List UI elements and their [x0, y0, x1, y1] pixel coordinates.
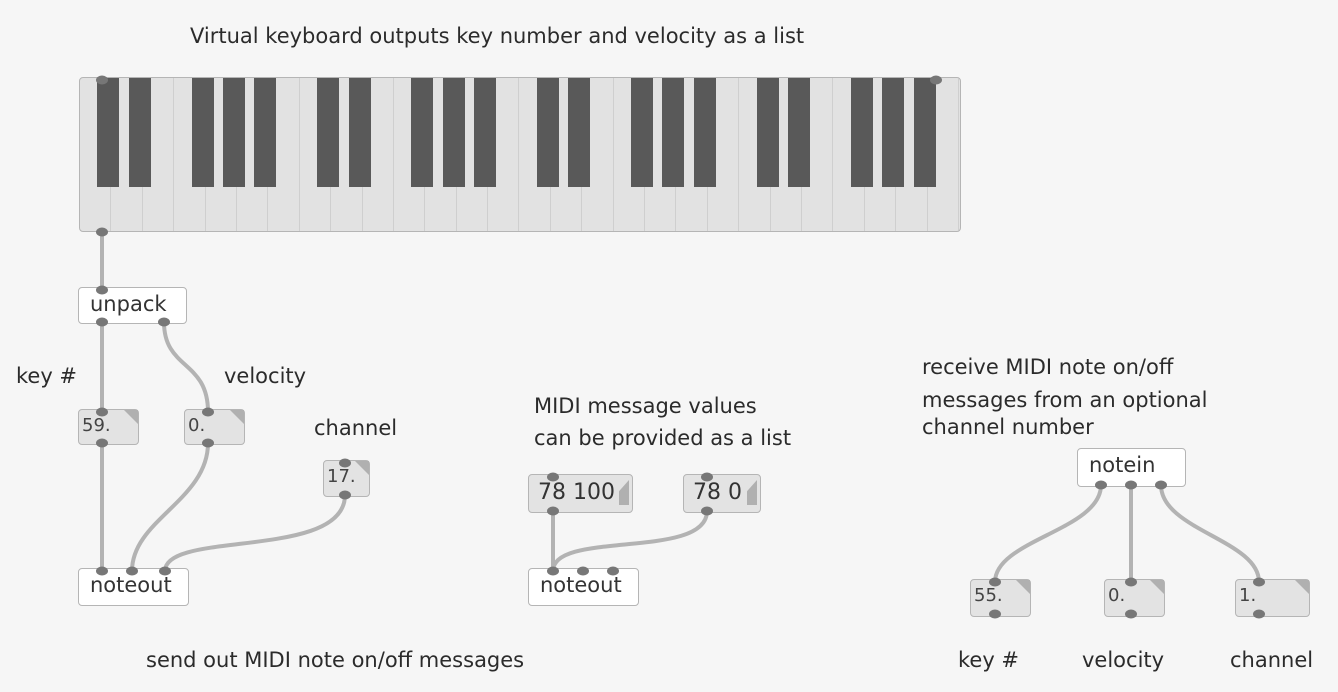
recv-comment-3: channel number: [922, 415, 1094, 439]
black-key[interactable]: [568, 78, 591, 187]
msg-comment-1: MIDI message values: [534, 394, 757, 418]
cord-unpack-velocity: [162, 321, 210, 413]
key-label: key #: [16, 364, 78, 388]
black-key[interactable]: [882, 78, 905, 187]
black-key[interactable]: [254, 78, 277, 187]
title-comment: Virtual keyboard outputs key number and …: [190, 24, 805, 48]
white-key[interactable]: [363, 78, 394, 231]
velocity-label: velocity: [224, 364, 307, 388]
black-key[interactable]: [474, 78, 497, 187]
in-channel-label: channel: [1230, 648, 1314, 672]
unpack-object[interactable]: unpack: [78, 287, 187, 324]
cord-channel-noteout: [163, 494, 347, 572]
recv-comment-2: messages from an optional: [922, 388, 1208, 412]
black-key[interactable]: [191, 78, 214, 187]
channel-label: channel: [314, 416, 398, 440]
msg-comment-2: can be provided as a list: [534, 426, 792, 450]
in-velocity-label: velocity: [1082, 648, 1165, 672]
black-key[interactable]: [788, 78, 811, 187]
channel-number-box[interactable]: 17.: [323, 460, 370, 497]
white-key[interactable]: [268, 78, 300, 231]
black-key[interactable]: [662, 78, 685, 187]
cord-notein-key: [993, 484, 1103, 583]
black-key[interactable]: [97, 78, 120, 187]
white-key[interactable]: [708, 78, 740, 231]
cord-notein-channel: [1159, 484, 1261, 583]
black-key[interactable]: [411, 78, 434, 187]
black-key[interactable]: [442, 78, 465, 187]
black-key[interactable]: [348, 78, 371, 187]
black-key[interactable]: [693, 78, 716, 187]
notein-object[interactable]: notein: [1077, 448, 1186, 487]
black-key[interactable]: [913, 78, 936, 187]
in-key-number-box[interactable]: 55.: [970, 579, 1031, 617]
black-key[interactable]: [536, 78, 559, 187]
black-key[interactable]: [317, 78, 340, 187]
noteout-object[interactable]: noteout: [78, 568, 189, 606]
message-note-on[interactable]: 78 100: [528, 474, 633, 513]
velocity-number-box[interactable]: 0.: [184, 409, 245, 445]
white-key[interactable]: [582, 78, 614, 231]
white-key[interactable]: [143, 78, 175, 231]
in-key-label: key #: [958, 648, 1020, 672]
in-velocity-number-box[interactable]: 0.: [1104, 579, 1165, 617]
noteout-object-2[interactable]: noteout: [528, 568, 639, 606]
virtual-keyboard[interactable]: [79, 77, 961, 232]
black-key[interactable]: [631, 78, 654, 187]
message-note-off[interactable]: 78 0: [683, 474, 761, 513]
key-number-box[interactable]: 59.: [78, 409, 139, 445]
cord-msg2-noteout: [551, 510, 709, 572]
white-key[interactable]: [928, 78, 959, 231]
white-key[interactable]: [488, 78, 520, 231]
send-comment: send out MIDI note on/off messages: [146, 648, 525, 672]
black-key[interactable]: [222, 78, 245, 187]
black-key[interactable]: [850, 78, 873, 187]
black-key[interactable]: [128, 78, 151, 187]
in-channel-number-box[interactable]: 1.: [1235, 579, 1310, 617]
recv-comment-1: receive MIDI note on/off: [922, 355, 1174, 379]
white-key[interactable]: [802, 78, 834, 231]
black-key[interactable]: [756, 78, 779, 187]
cord-velocity-noteout: [130, 442, 210, 572]
